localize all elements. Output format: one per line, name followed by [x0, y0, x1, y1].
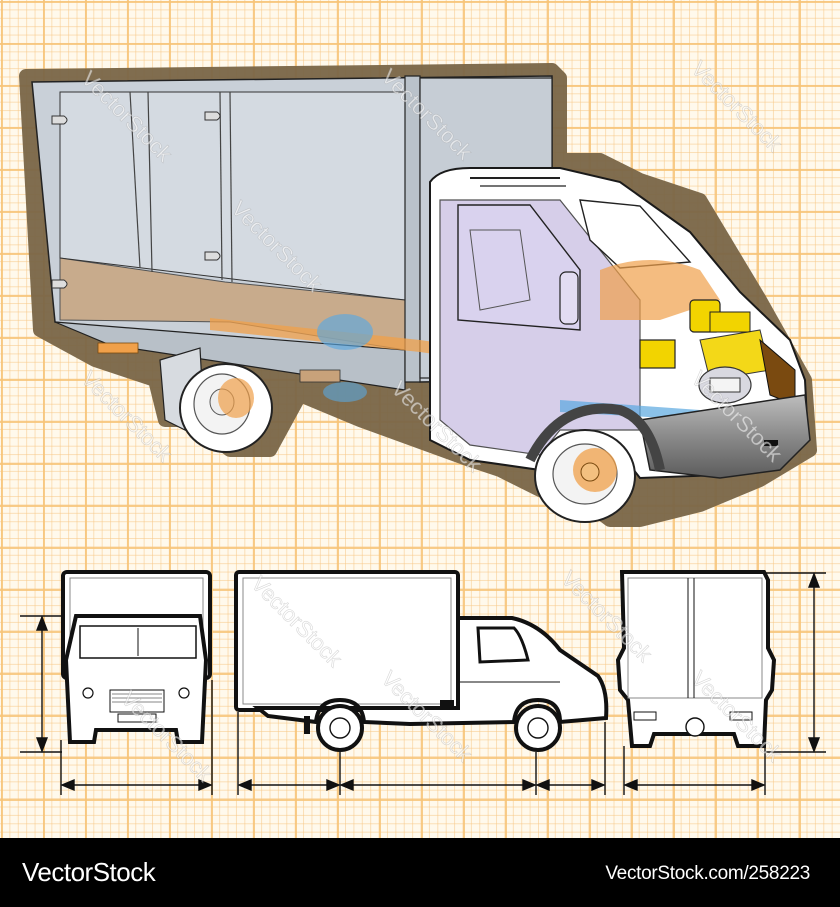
front-wheel — [534, 429, 636, 523]
rear-wheel — [179, 363, 273, 453]
brand-logo: VectorStock — [22, 857, 156, 887]
side-view — [234, 570, 609, 752]
image-reference: VectorStock.com/258223 — [605, 863, 810, 884]
front-view — [61, 570, 212, 744]
perspective-cutaway: VectorStock VectorStock VectorStock Vect… — [19, 56, 817, 527]
dimension-lines — [20, 572, 826, 795]
cab — [429, 167, 811, 480]
watermark: VectorStock — [686, 56, 787, 157]
truck-illustration: VectorStock VectorStock VectorStock Vect… — [19, 56, 826, 795]
rear-view — [615, 570, 777, 748]
footer-bar: VectorStock VectorStock.com/258223 — [0, 838, 840, 907]
blueprint-artwork: VectorStock VectorStock VectorStock Vect… — [0, 0, 840, 838]
